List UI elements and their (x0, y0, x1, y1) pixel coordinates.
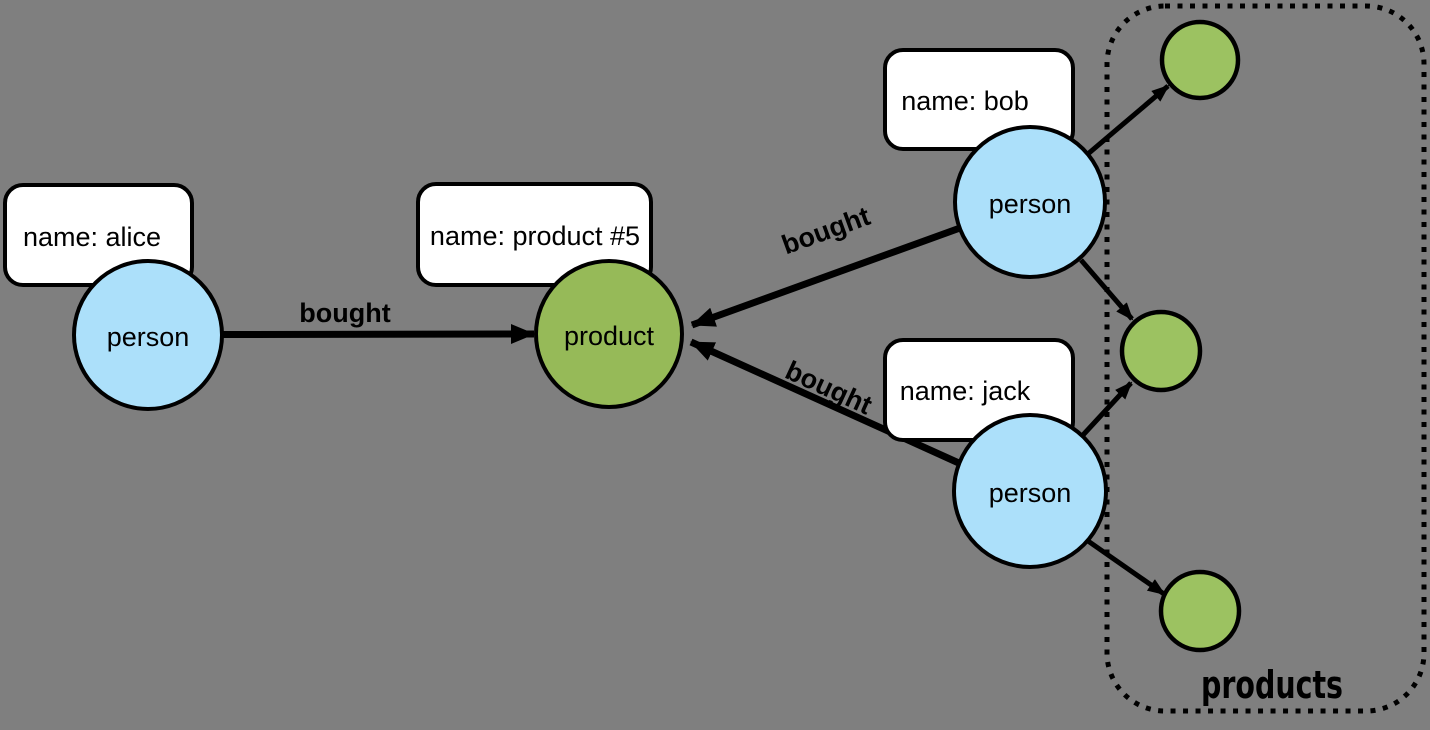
product-node (534, 259, 684, 409)
product-node-label: product (564, 321, 655, 351)
property-text-jack: name: jack (900, 376, 1031, 406)
small-product-node-middle (1119, 309, 1203, 393)
edge-bob-to-product-middle (1079, 258, 1134, 321)
property-text-bob: name: bob (901, 86, 1029, 116)
edge-bob-to-product-top (1087, 84, 1170, 155)
person-node-jack-label: person (989, 478, 1072, 508)
person-node-bob-label: person (989, 189, 1072, 219)
products-group-label: products (1201, 663, 1343, 707)
property-box-product (416, 182, 653, 287)
small-product-node-bottom (1158, 569, 1242, 653)
small-product-node-top (1159, 19, 1241, 101)
edge-label-alice-bought: bought (299, 298, 390, 328)
edge-jack-to-product-bottom (1086, 538, 1166, 597)
person-node-alice (72, 259, 224, 411)
person-node-bob (953, 125, 1107, 279)
products-group-outline (1104, 3, 1427, 714)
property-text-alice: name: alice (23, 222, 161, 252)
edge-jack-bought-product (689, 338, 963, 468)
edge-alice-bought-product (222, 324, 535, 345)
property-text-product: name: product #5 (430, 221, 640, 251)
person-node-jack (952, 413, 1108, 569)
edge-bob-bought-product (690, 224, 962, 329)
edge-jack-to-product-middle (1081, 381, 1133, 437)
person-node-alice-label: person (107, 322, 190, 352)
